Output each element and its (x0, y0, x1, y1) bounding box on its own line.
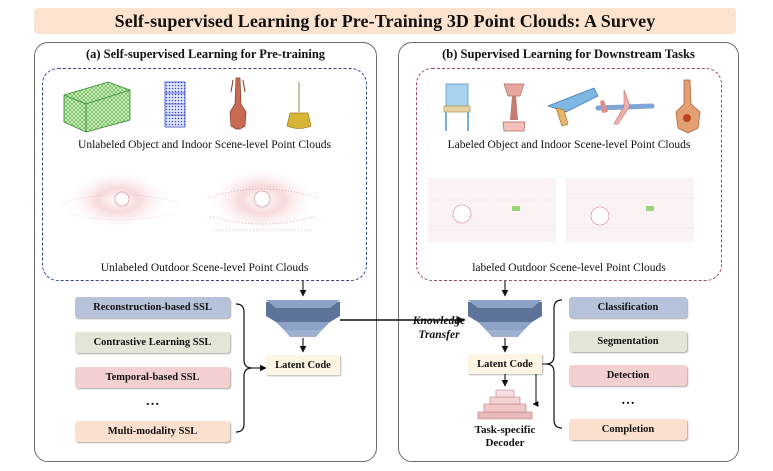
chair-point-cloud (443, 83, 471, 131)
caption-labeled-outdoor: labeled Outdoor Scene-level Point Clouds (472, 262, 666, 274)
page-title: Self-supervised Learning for Pre-Trainin… (114, 10, 656, 31)
decoder-label: Task-specific Decoder (450, 424, 560, 450)
decoder-icon (477, 389, 533, 420)
decoder-label-line2: Decoder (485, 437, 525, 449)
knowledge-transfer-label: Knowledge Transfer (398, 314, 480, 342)
caption-unlabeled-outdoor: Unlabeled Outdoor Scene-level Point Clou… (100, 262, 309, 274)
lamp-point-cloud (286, 82, 312, 129)
task-classification: Classification (569, 297, 687, 318)
title-bar: Self-supervised Learning for Pre-Trainin… (34, 8, 736, 34)
panel-a (34, 42, 377, 462)
caption-labeled-objects: Labeled Object and Indoor Scene-level Po… (447, 139, 691, 151)
encoder-a-icon (266, 300, 340, 337)
knowledge-transfer-line2: Transfer (418, 329, 460, 341)
decoder-label-line1: Task-specific (474, 424, 536, 436)
task-detection: Detection (569, 365, 687, 386)
method-reconstruction: Reconstruction-based SSL (75, 297, 230, 318)
brace-a (235, 303, 253, 433)
outdoor-scan-a2 (207, 166, 319, 234)
bookshelf-point-cloud (164, 81, 186, 128)
method-multimodality: Multi-modality SSL (75, 421, 230, 442)
task-segmentation: Segmentation (569, 331, 687, 352)
labeled-data-box (416, 68, 722, 281)
lamp-labeled-point-cloud (502, 83, 526, 132)
guitar-point-cloud (229, 77, 247, 130)
panel-a-heading: (a) Self-supervised Learning for Pre-tra… (85, 47, 326, 61)
unlabeled-data-box (42, 68, 367, 281)
task-completion: Completion (569, 419, 687, 440)
tasks-ellipsis: … (621, 393, 635, 408)
encoder-b-icon (468, 300, 542, 337)
outdoor-scan-a1 (61, 170, 181, 230)
sofa-point-cloud (63, 81, 131, 133)
gun-point-cloud (546, 87, 599, 127)
latent-code-a: Latent Code (266, 355, 340, 375)
panel-b-heading: (b) Supervised Learning for Downstream T… (442, 47, 695, 61)
methods-ellipsis: … (145, 394, 160, 409)
outdoor-scan-b2 (566, 178, 694, 242)
knowledge-transfer-line1: Knowledge (412, 315, 466, 327)
caption-unlabeled-objects: Unlabeled Object and Indoor Scene-level … (78, 139, 331, 151)
method-temporal: Temporal-based SSL (75, 367, 230, 388)
latent-code-b: Latent Code (468, 354, 542, 374)
outdoor-scan-b1 (428, 178, 556, 242)
brace-b (545, 299, 563, 429)
panel-b (398, 42, 739, 462)
guitar-labeled-point-cloud (675, 79, 701, 134)
method-contrastive: Contrastive Learning SSL (75, 332, 230, 353)
airplane-point-cloud (595, 89, 655, 125)
